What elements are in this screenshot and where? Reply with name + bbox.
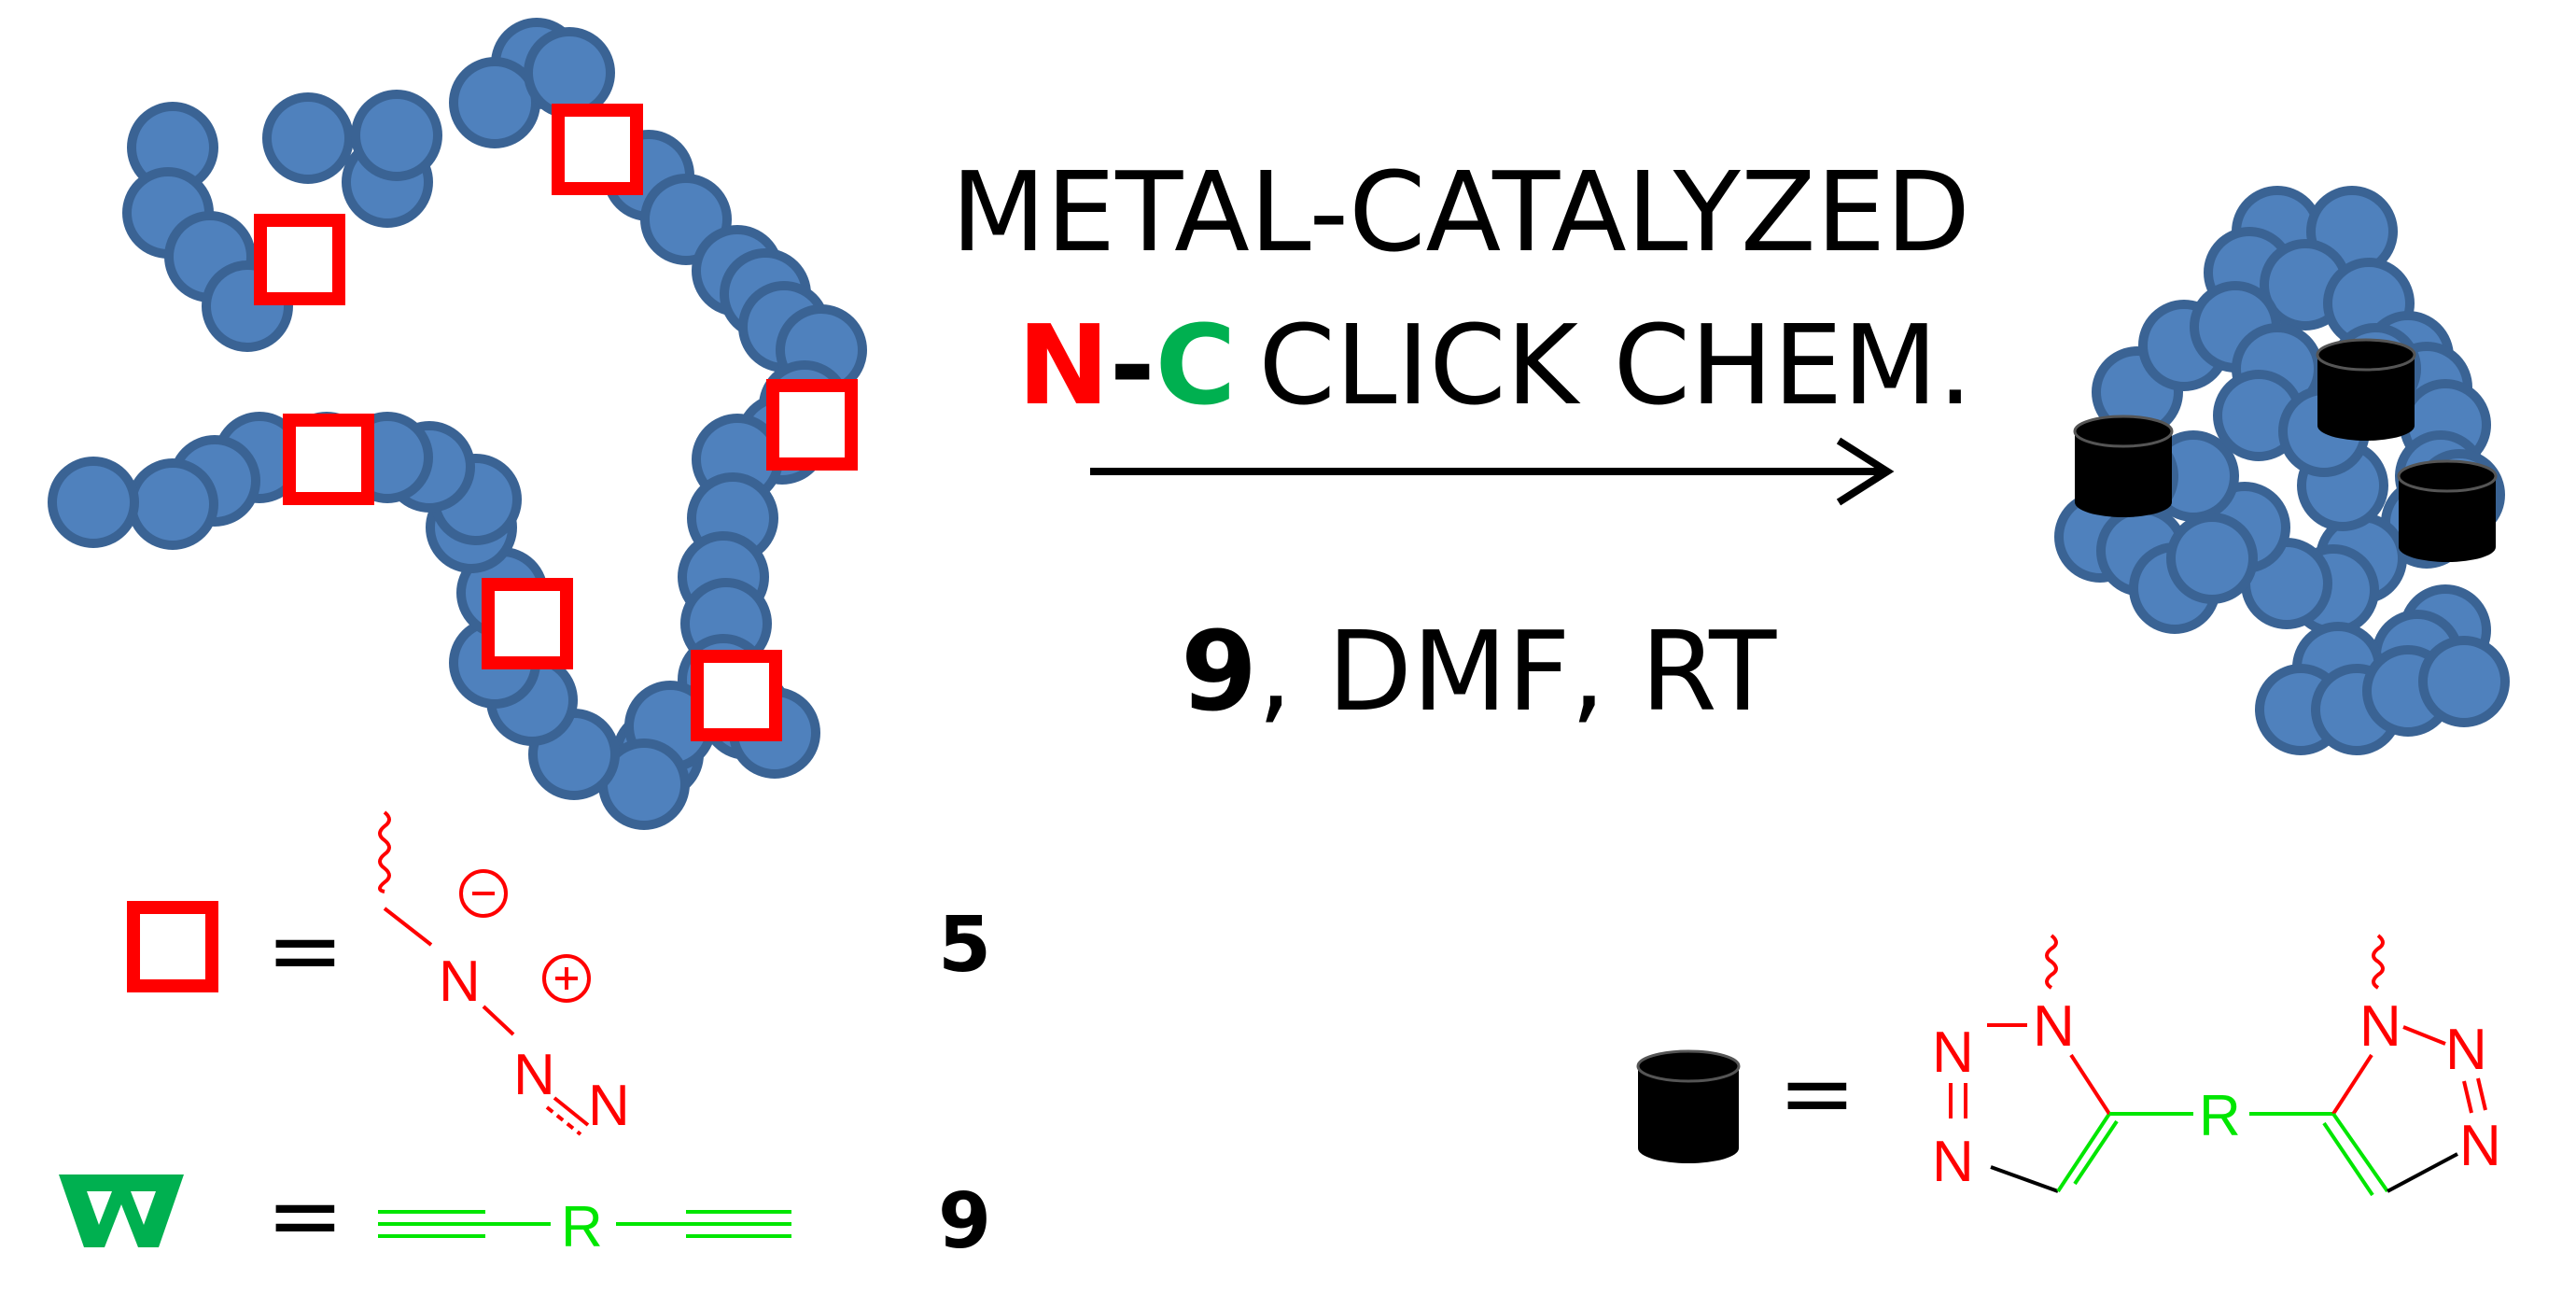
triazole-cylinder — [2397, 459, 2498, 562]
azide-unit-square — [283, 414, 374, 505]
triazole-cylinder — [2073, 415, 2174, 517]
polymer-bead — [449, 57, 540, 148]
conditions-text: , DMF, RT — [1257, 607, 1777, 736]
legend-triazole: = N N N R N N N — [1636, 934, 2501, 1197]
c-letter: C — [1155, 301, 1237, 429]
dialkyne-left-triple-bond — [378, 1210, 485, 1238]
dialkyne-linker: R — [561, 1195, 603, 1259]
azide-unit-square — [766, 379, 858, 471]
azide-equals: = — [266, 895, 344, 1005]
triazole-linker: R — [2199, 1084, 2241, 1148]
azide-attachment-wavy-bond — [378, 810, 391, 893]
triazole-crosslink-markers — [2073, 338, 2498, 562]
n-letter: N — [1017, 301, 1110, 429]
triazole-left-atom-n2: N — [1932, 1020, 1974, 1085]
triazole-right-atom-n3: N — [2459, 1114, 2501, 1178]
triazole-cylinder-symbol — [1636, 1049, 1741, 1163]
reaction-conditions: 9, DMF, RT — [1181, 607, 1777, 736]
polymer-bead — [351, 90, 442, 181]
dialkyne-compound-number: 9 — [938, 1177, 991, 1266]
dialkyne-equals: = — [266, 1160, 344, 1270]
triazole-left-atom-n3: N — [1932, 1130, 1974, 1194]
triazole-equals: = — [1778, 1038, 1856, 1147]
polymer-bead — [524, 27, 615, 119]
legend-azide: = N N N 5 — [127, 810, 991, 1138]
azide-unit-square — [552, 104, 643, 195]
triazole-left-atom-n1: N — [2033, 994, 2075, 1059]
azide-atom-n3: N — [588, 1074, 630, 1138]
polymer-bead — [2166, 513, 2258, 604]
azide-square-symbol — [127, 901, 218, 992]
triazole-right-atom-n1: N — [2359, 994, 2401, 1059]
azide-compound-number: 5 — [938, 901, 991, 990]
azide-unit-square — [482, 578, 573, 669]
dialkyne-right-triple-bond — [686, 1210, 791, 1238]
triazole-cylinder — [2316, 338, 2416, 441]
polymer-bead — [48, 457, 139, 548]
azide-minus-charge — [459, 869, 508, 918]
polymer-bead — [262, 92, 354, 184]
azide-unit-square — [254, 214, 345, 305]
azide-atom-n2: N — [513, 1043, 555, 1107]
reaction-arrow — [1090, 437, 1895, 506]
azide-atom-n1: N — [439, 949, 481, 1014]
legend-dialkyne: = R 9 — [59, 1160, 991, 1270]
azide-plus-charge — [542, 954, 591, 1003]
azide-unit-markers — [254, 104, 858, 741]
triazole-right-atom-n2: N — [2445, 1018, 2487, 1082]
polymer-bead — [2418, 636, 2510, 727]
n-c-dash: - — [1110, 301, 1155, 429]
dialkyne-w-symbol — [59, 1174, 184, 1247]
azide-unit-square — [691, 650, 782, 741]
polymer-bead — [127, 458, 218, 550]
reaction-title-line1: METAL-CATALYZED — [951, 148, 1970, 276]
click-chem-label: CLICK CHEM. — [1258, 301, 1972, 429]
conditions-compound-number: 9 — [1181, 607, 1257, 736]
